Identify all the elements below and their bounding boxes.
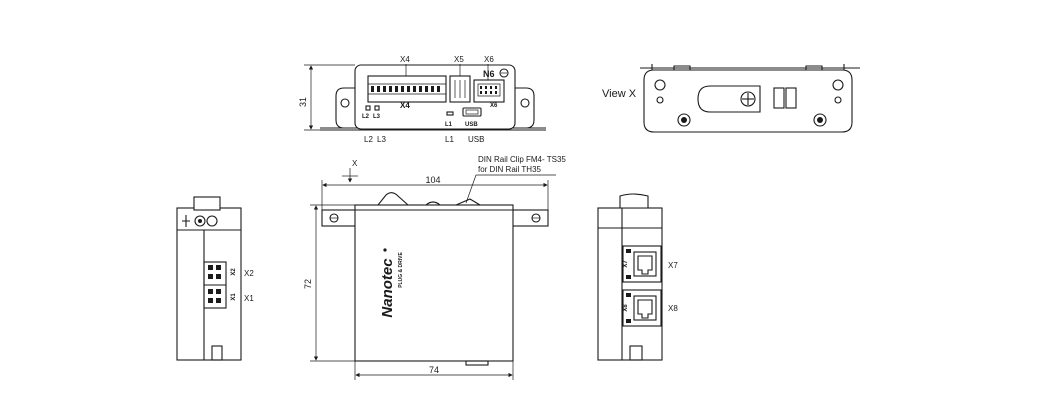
top-view: X4 X5 X6 X4 X6 N6 L2 L3 L1 USB L2 L3 L1 …	[298, 55, 546, 144]
din-clip-slot	[697, 85, 761, 113]
label-x7: X7	[668, 261, 678, 270]
right-flange	[514, 87, 535, 129]
din-clip-line2: for DIN Rail TH35	[478, 165, 542, 174]
label-l3-body: L3	[373, 114, 381, 120]
front-view: Nanotec PLUG & DRIVE X DIN Rail Clip FM4…	[303, 155, 566, 380]
label-usb-bottom: USB	[468, 135, 484, 144]
label-x8: X8	[668, 304, 678, 313]
x7-ethernet-port	[622, 245, 662, 283]
label-l3-bottom: L3	[377, 135, 386, 144]
label-x5: X5	[454, 55, 464, 64]
dim-width-bottom: 74	[429, 365, 439, 375]
x4-pins	[371, 86, 440, 92]
label-x1: X1	[244, 294, 254, 303]
brand-tagline: PLUG & DRIVE	[398, 252, 404, 288]
top-housing	[354, 64, 516, 130]
label-usb-body: USB	[465, 122, 478, 128]
dim-width-top: 104	[425, 175, 440, 185]
x2-pins	[208, 265, 221, 279]
label-x1-body: X1	[231, 293, 237, 301]
label-l2-bottom: L2	[364, 135, 373, 144]
din-clip-line1: DIN Rail Clip FM4- TS35	[478, 155, 566, 164]
label-x8-body: X8	[623, 304, 629, 312]
left-side-view: X2 X1 X2 X1	[176, 196, 254, 361]
view-x-title: View X	[602, 88, 637, 100]
label-x2: X2	[244, 269, 254, 278]
label-x7-body: X7	[623, 260, 629, 268]
screw-icon	[499, 68, 509, 78]
usb-port	[462, 107, 482, 117]
right-side-view: X7 X8 X7 X8	[597, 193, 678, 361]
front-housing	[354, 204, 514, 362]
x4-terminal-block	[367, 75, 447, 103]
label-x6-inner: X6	[490, 103, 498, 109]
view-arrow-label: X	[352, 159, 358, 168]
left-housing	[176, 207, 242, 361]
label-x2-body: X2	[231, 268, 237, 276]
label-x4-inner: X4	[400, 101, 410, 110]
led-l3	[374, 105, 380, 111]
label-l1-bottom: L1	[445, 135, 454, 144]
brand-logo: Nanotec	[379, 258, 396, 318]
label-l2-body: L2	[362, 114, 370, 120]
view-x: View X	[602, 64, 860, 133]
left-clip	[193, 196, 221, 211]
label-x4-top: X4	[400, 55, 410, 64]
brand-dot	[383, 248, 387, 252]
dim-height-top: 31	[298, 97, 308, 107]
right-housing	[597, 207, 663, 361]
right-clip	[619, 193, 649, 209]
label-l1-body: L1	[445, 122, 453, 128]
label-n6: N6	[483, 69, 495, 79]
din-clip	[377, 192, 409, 206]
dim-height-front: 72	[303, 279, 313, 289]
x1-pins	[208, 289, 221, 303]
x6-pins	[480, 86, 497, 94]
label-x6: X6	[484, 55, 494, 64]
x8-ethernet-port	[622, 289, 662, 327]
x6-connector	[473, 79, 505, 103]
led-l1	[446, 111, 454, 116]
left-flange	[335, 87, 356, 129]
led-l2	[365, 105, 371, 111]
